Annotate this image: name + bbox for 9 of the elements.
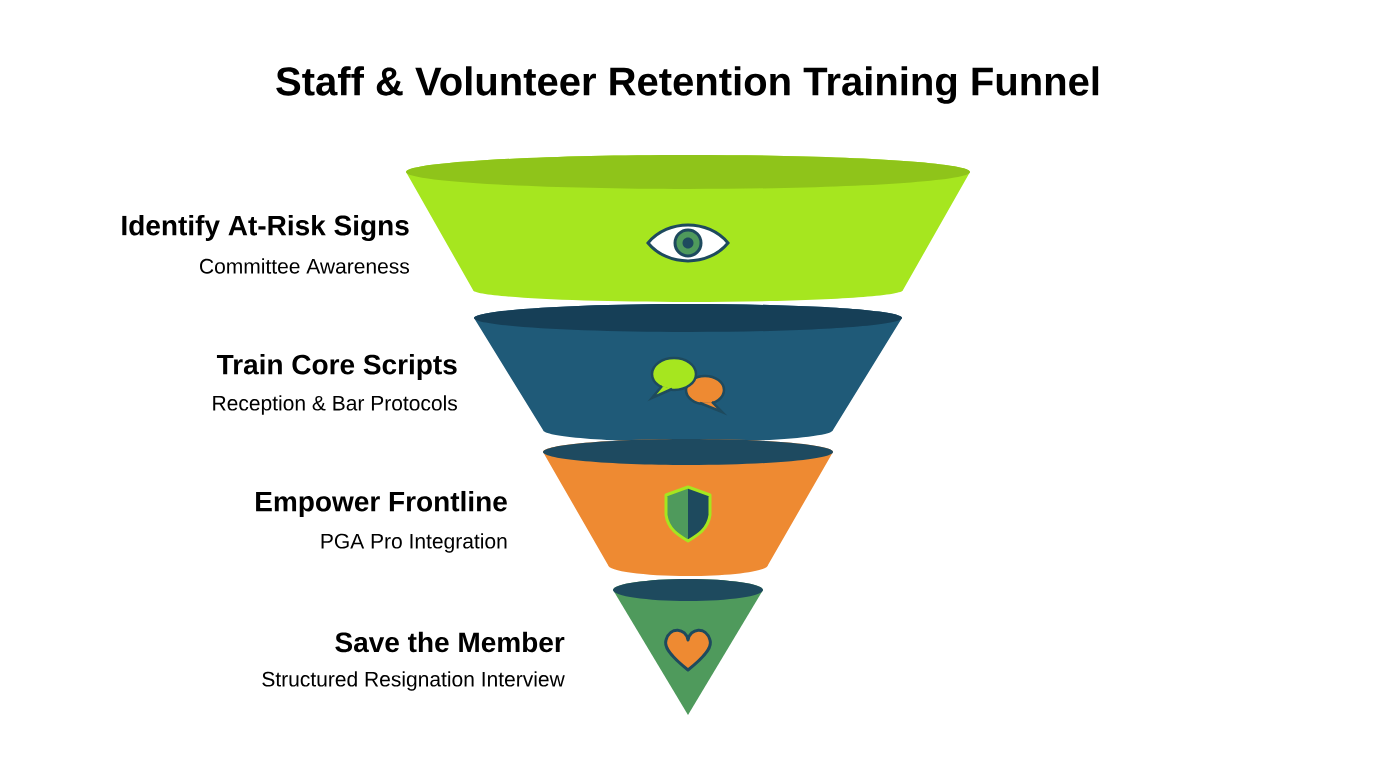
title: Staff & Volunteer Retention Training Funnel: [276, 66, 1099, 104]
step-subtitle: Reception & Bar Protocols: [213, 395, 457, 415]
step-subtitle: Committee Awareness: [200, 258, 410, 274]
step-subtitle: PGA Pro Integration: [321, 533, 507, 553]
step-title: Train Core Scripts: [216, 353, 457, 381]
step-title: Identify At-Risk Signs: [122, 214, 409, 242]
step-title: Save the Member: [335, 631, 565, 653]
step-subtitle: Structured Resignation Interview: [262, 671, 565, 691]
step-title: Empower Frontline: [256, 490, 507, 518]
